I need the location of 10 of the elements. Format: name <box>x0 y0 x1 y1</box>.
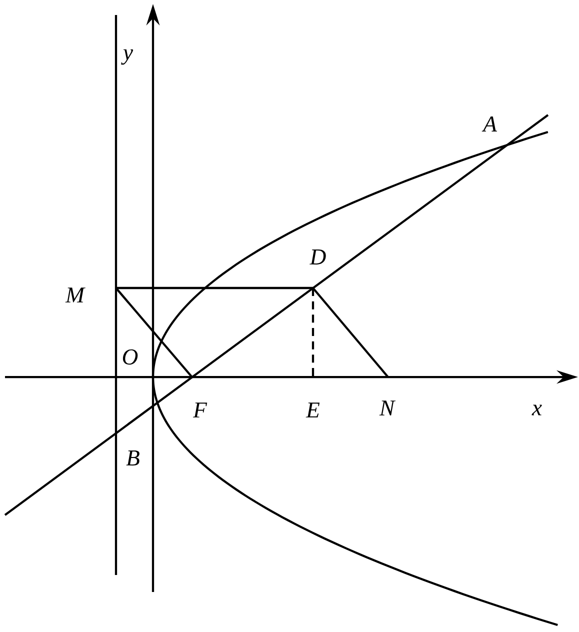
point-label: A <box>482 116 497 132</box>
point-label: F <box>192 402 208 418</box>
axis-label: x <box>532 404 542 416</box>
point-label: E <box>306 402 320 418</box>
point-label: M <box>65 288 86 302</box>
axis-label: y <box>121 49 134 65</box>
point-label: D <box>310 250 326 264</box>
point-label: B <box>126 450 140 466</box>
point-label: O <box>122 349 138 365</box>
point-label: N <box>379 400 396 416</box>
